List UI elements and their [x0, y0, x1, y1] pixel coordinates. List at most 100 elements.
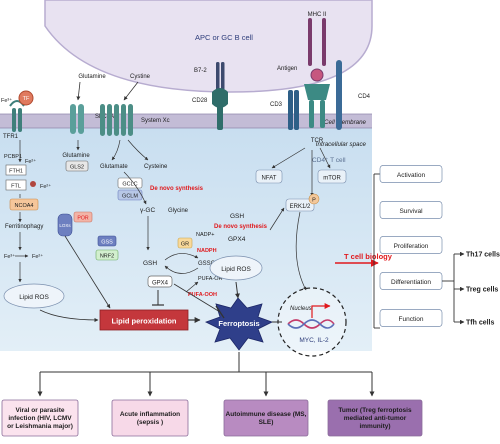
- nfat-box: [255, 169, 283, 184]
- b72-label: B7-2: [194, 68, 207, 74]
- de-novo-label: De novo synthesis: [150, 186, 204, 192]
- disease-label: Acute inflammation(sepsis ): [120, 411, 180, 426]
- ygc-label: γ-GC: [140, 207, 155, 214]
- gls2-label: GLS2: [70, 165, 84, 171]
- tcr-label: TCR: [311, 138, 324, 144]
- lipid-ros-left: [3, 283, 65, 309]
- biology-label: Function: [399, 316, 424, 323]
- intracellular-label: Intracellular space: [316, 141, 367, 148]
- ftl-label: FTL: [11, 184, 21, 190]
- disease-box: [223, 399, 309, 437]
- tcell-gpx4-label: GPX4: [228, 236, 246, 243]
- mtor-box: [317, 169, 347, 184]
- por-label: POR: [77, 216, 88, 222]
- erk-box: [285, 198, 315, 212]
- cystine-label: Cystine: [130, 74, 151, 80]
- nucleus-label: Nucleus: [290, 306, 312, 312]
- ftl-box: [5, 179, 27, 191]
- nadph-label: NADPH: [197, 248, 217, 254]
- biology-label: Differentiation: [391, 279, 431, 286]
- nadp-label: NADP+: [196, 232, 215, 238]
- fe2-b-label: Fe²⁺: [40, 183, 51, 190]
- myc-label: MYC, IL-2: [299, 337, 329, 344]
- fe2-c-label: Fe²⁺: [32, 253, 43, 260]
- antigen-label: Antigen: [277, 66, 297, 72]
- nrf2-label: NRF2: [100, 254, 114, 260]
- gr-label: GR: [181, 242, 189, 248]
- gclm-label: GCLM: [122, 194, 138, 200]
- biology-box: [379, 201, 443, 219]
- gls2-box: [65, 160, 89, 172]
- tcell-gsh-label: GSH: [230, 213, 244, 220]
- pufa-oh-label: PUFA-OH: [198, 276, 222, 282]
- disease-box: [1, 399, 79, 437]
- gss-label: GSS: [101, 240, 113, 246]
- b72-cd28-pair: [212, 62, 228, 130]
- cd28-label: CD28: [192, 98, 208, 104]
- mhc-label: MHC II: [308, 12, 327, 18]
- nfat-label: NFAT: [262, 176, 277, 182]
- tcell-subset-label: Th17 cells: [466, 252, 500, 259]
- mtor-label: mTOR: [323, 176, 341, 182]
- ferroptosis-label: Ferroptosis: [218, 319, 259, 328]
- disease-label: Autoimmune disease (MS,SLE): [226, 411, 307, 426]
- nrf2-box: [95, 249, 119, 261]
- glutamine-label: Glutamine: [62, 153, 90, 159]
- gclc-label: GCLC: [122, 182, 137, 188]
- cell-membrane-label: Cell membrane: [324, 119, 367, 126]
- gpx4-box: [147, 275, 173, 288]
- slc1a5-transporter: [70, 104, 84, 134]
- gssg-label: GSSG: [198, 261, 216, 267]
- gclm-box: [117, 189, 143, 201]
- ferroptosis-star: [204, 297, 274, 351]
- nucleus: [277, 287, 347, 357]
- cysteine-label: Cysteine: [144, 164, 168, 170]
- fe3-b-label: Fe³⁺: [4, 253, 15, 260]
- system-xc-transporter: [100, 104, 133, 136]
- slc1a5-label: SLC1A5: [95, 114, 118, 120]
- cd3-label: CD3: [270, 102, 283, 108]
- gr-box: [177, 237, 193, 249]
- tcell-subset-label: Treg cells: [466, 287, 498, 294]
- biology-label: Proliferation: [394, 243, 429, 250]
- por-box: [73, 211, 93, 223]
- dna-helix: [287, 319, 335, 329]
- fth1-box: [5, 164, 27, 176]
- lox-label: LOXs: [59, 223, 71, 228]
- gpx4-label: GPX4: [152, 281, 169, 287]
- system-xc-label: System Xc: [141, 118, 170, 124]
- tcell-subset-label: Tfh cells: [466, 320, 495, 327]
- disease-box: [327, 399, 423, 437]
- tcell-de-novo-label: De novo synthesis: [214, 224, 268, 230]
- fth1-label: FTH1: [9, 169, 23, 175]
- tf-label: TF: [23, 96, 30, 102]
- glycine-label: Glycine: [168, 208, 189, 214]
- glutamate-label: Glutamate: [100, 164, 128, 170]
- gss-box: [97, 235, 117, 247]
- fe2-a-label: Fe²⁺: [25, 158, 36, 165]
- lipid-peroxidation-label: Lipid peroxidation: [112, 317, 177, 326]
- lipid-ros-left-label: Lipid ROS: [19, 294, 49, 301]
- cd4-label: CD4: [358, 94, 371, 100]
- erk-label: ERK1/2: [290, 204, 311, 210]
- ncoa4-label: NCOA4: [15, 203, 34, 209]
- tfr1-receptor: [9, 90, 34, 132]
- pufa-ooh-label: PUFA-OOH: [188, 292, 217, 298]
- apc-cell: [44, 0, 373, 93]
- apc-label: APC or GC B cell: [195, 33, 253, 42]
- ncoa4-box: [9, 198, 39, 211]
- lipid-ros-right-label: Lipid ROS: [221, 266, 251, 273]
- biology-label: Survival: [399, 208, 423, 215]
- biology-box: [379, 309, 443, 327]
- gsh-label: GSH: [143, 260, 157, 267]
- fe3-label: Fe³⁺: [1, 97, 12, 104]
- erk-p-label: P: [312, 198, 316, 204]
- pcbp1-label: PCBP1: [4, 154, 22, 160]
- glutamine-top-label: Glutamine: [78, 74, 106, 80]
- disease-box: [111, 399, 189, 437]
- lipid-ros-right: [209, 255, 263, 281]
- mhc-tcr-complex: [288, 18, 342, 130]
- tcell-biology-title: T cell biology: [344, 252, 393, 261]
